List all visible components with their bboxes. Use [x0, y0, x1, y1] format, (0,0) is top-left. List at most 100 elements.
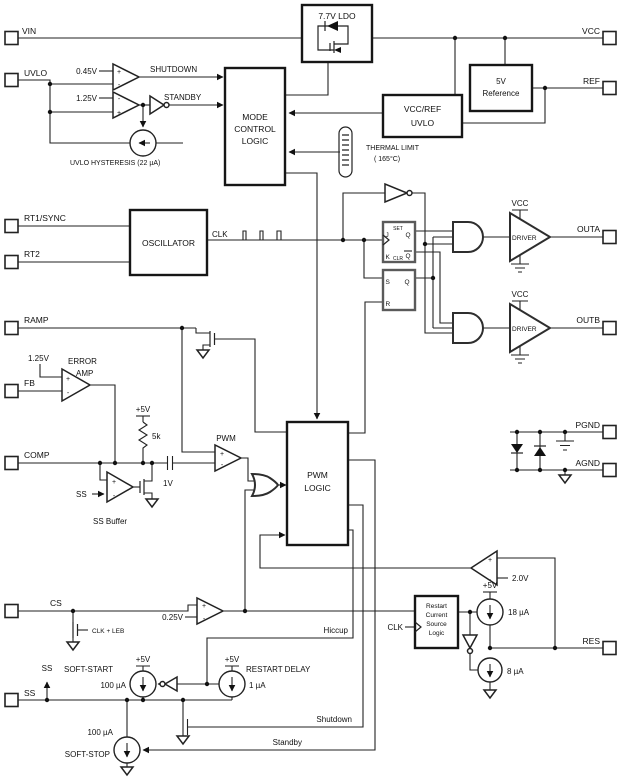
pin-fb-label: FB — [24, 378, 35, 388]
ss-buffer-label: SS Buffer — [93, 517, 127, 526]
pin-vin-label: VIN — [22, 26, 36, 36]
driver-a: DRIVER VCC — [509, 199, 552, 273]
minus-mark: - — [489, 577, 492, 584]
mode-label-line3: LOGIC — [242, 136, 268, 146]
error-amp-label-2: AMP — [76, 369, 93, 378]
pin-vin — [4, 30, 19, 46]
ref-025v-label: 0.25V — [162, 613, 184, 622]
pin-rt2-label: RT2 — [24, 249, 40, 259]
minus-mark: - — [221, 462, 224, 469]
minus-mark: - — [118, 82, 121, 89]
pin-ramp — [4, 320, 19, 336]
block-restart-current-source-logic: Restart Current Source Logic — [413, 594, 460, 650]
inverter-clk-icon — [384, 182, 413, 204]
ground-icon — [119, 766, 135, 777]
ref-125v-label: 1.25V — [76, 94, 98, 103]
pin-fb — [4, 383, 19, 399]
ground-icon — [511, 255, 529, 273]
pin-comp-label: COMP — [24, 450, 50, 460]
ss-input-label: SS — [76, 490, 87, 499]
pin-outa — [602, 229, 617, 245]
offset-1v-label: 1V — [163, 479, 173, 488]
pin-agnd-label: AGND — [575, 458, 600, 468]
uvlo-hysteresis-current-source — [129, 129, 157, 157]
ground-icon — [144, 498, 160, 509]
current-1ua-label: 1 µA — [249, 681, 266, 690]
pin-cs — [4, 603, 19, 619]
jk-k-label: K — [386, 254, 391, 261]
plus-mark: + — [117, 69, 121, 76]
res-inverter-icon — [461, 634, 479, 655]
pin-uvlo — [4, 72, 19, 88]
ground-icon — [511, 346, 529, 364]
error-amp-label-1: ERROR — [68, 357, 97, 366]
pin-ramp-label: RAMP — [24, 315, 49, 325]
driver-a-vcc-label: VCC — [512, 199, 529, 208]
pin-ss — [4, 692, 19, 708]
mode-label-line2: CONTROL — [234, 124, 276, 134]
pin-rt1-sync — [4, 218, 19, 234]
restart-delay-label: RESTART DELAY — [246, 665, 311, 674]
restart-label-line2: Current — [426, 612, 448, 619]
minus-mark: - — [113, 493, 116, 500]
pwm-comparator: + - — [214, 443, 243, 473]
clk-leb-label: CLK + LEB — [92, 628, 124, 635]
reference-label-line1: 5V — [496, 77, 506, 86]
ldo-internal-fet-icon — [317, 21, 349, 53]
plus5v-label: +5V — [225, 655, 240, 664]
block-ldo: 7.7V LDO — [300, 3, 374, 64]
pin-comp — [4, 455, 19, 471]
sr-r-label: R — [386, 301, 391, 308]
driver-a-label: DRIVER — [512, 235, 537, 242]
vccref-uvlo-label-line1: VCC/REF — [404, 104, 441, 114]
pwm-comp-label: PWM — [216, 434, 236, 443]
oscillator-label: OSCILLATOR — [142, 238, 195, 248]
ss-shutdown-fet-icon — [175, 735, 191, 746]
and-gate-a-icon — [452, 221, 484, 253]
text-labels: VIN UVLO RT1/SYNC RT2 RAMP FB COMP CS SS… — [22, 26, 600, 759]
driver-b-vcc-label: VCC — [512, 290, 529, 299]
plus-mark: + — [488, 557, 492, 564]
driver-b-label: DRIVER — [512, 326, 537, 333]
pin-ref — [602, 80, 617, 96]
ramp-discharge-fet-icon — [195, 328, 216, 360]
pin-ref-label: REF — [583, 76, 600, 86]
jk-qbar-label: Q — [405, 253, 410, 260]
shutdown-signal-label: SHUTDOWN — [150, 65, 197, 74]
pin-pgnd — [602, 424, 617, 440]
pin-res-label: RES — [583, 636, 601, 646]
jk-q-label: Q — [405, 232, 410, 239]
minus-mark: - — [67, 390, 70, 397]
pin-outa-label: OUTA — [577, 224, 600, 234]
soft-start-enable-inverter-icon — [159, 675, 178, 693]
cs-comparator: + - — [196, 596, 225, 626]
driver-b: DRIVER VCC — [509, 290, 552, 364]
plus5v-label: +5V — [483, 581, 498, 590]
ground-icon — [175, 735, 191, 746]
ref-045v-label: 0.45V — [76, 67, 98, 76]
pwm-logic-label-line1: PWM — [307, 470, 328, 480]
restart-delay-current-source — [218, 670, 246, 698]
jk-flipflop: J SET Q K CLR Q — [381, 220, 417, 264]
pin-terminals — [4, 30, 617, 708]
soft-start-current-source — [129, 670, 157, 698]
pin-pgnd-label: PGND — [575, 420, 600, 430]
block-vccref-uvlo: VCC/REF UVLO — [381, 93, 464, 139]
gnd-diode-pair-icon — [511, 444, 573, 485]
shutdown-comparator: + - — [112, 62, 141, 92]
thermal-limit-icon — [338, 126, 353, 178]
soft-stop-current-source — [113, 736, 141, 777]
resistor-5k-label: 5k — [152, 432, 161, 441]
ground-icon — [65, 641, 81, 652]
current-100ua-label: 100 µA — [100, 681, 126, 690]
clk-label: CLK — [212, 230, 228, 239]
clock-input-icon — [414, 621, 422, 633]
hiccup-comparator: + - — [469, 549, 498, 587]
thermal-limit-label: THERMAL LIMIT — [366, 145, 420, 152]
plus-mark: + — [66, 376, 70, 383]
wire-net — [18, 37, 603, 767]
block-mode-control-logic: MODE CONTROL LOGIC — [223, 66, 287, 187]
current-8ua-label: 8 µA — [507, 667, 524, 676]
plus-mark: + — [112, 479, 116, 486]
